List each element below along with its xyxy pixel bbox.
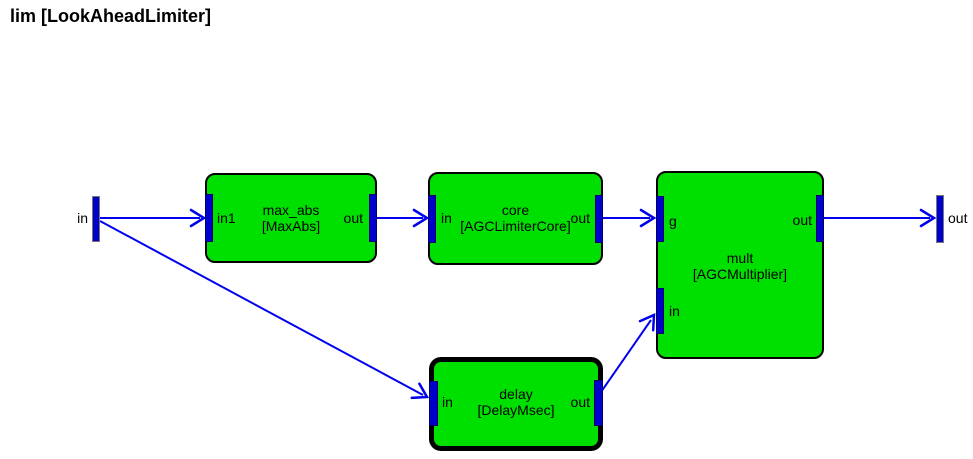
core-port-in-bar[interactable] (428, 195, 436, 243)
mult-port-g-bar[interactable] (656, 196, 664, 242)
delay-caption: delay [DelayMsec] (434, 386, 598, 418)
wire-delay-out-to-mult-in[interactable] (600, 310, 661, 393)
core-port-in-label: in (441, 210, 452, 226)
delay-port-out-label: out (570, 394, 590, 410)
block-mult[interactable]: g out mult [AGCMultiplier] in (656, 171, 824, 359)
core-caption: core [AGCLimiterCore] (430, 202, 601, 234)
block-name: mult (726, 250, 754, 266)
block-max-abs[interactable]: in1 max_abs [MaxAbs] out (205, 173, 377, 263)
block-type: [AGCLimiterCore] (460, 218, 571, 234)
delay-port-in-label: in (442, 394, 453, 410)
block-name: core (501, 202, 530, 218)
mult-caption: mult [AGCMultiplier] (658, 250, 822, 282)
mult-port-in-bar[interactable] (656, 288, 664, 334)
arrowhead-icon (189, 208, 207, 228)
output-terminal-bar[interactable] (936, 195, 944, 243)
block-name: max_abs (262, 202, 320, 218)
mult-port-out-label: out (792, 212, 812, 228)
max-abs-port-out-bar[interactable] (369, 194, 377, 242)
delay-port-out-bar[interactable] (594, 380, 603, 426)
block-delay[interactable]: in delay [DelayMsec] out (429, 357, 603, 451)
max-abs-caption: max_abs [MaxAbs] (207, 202, 375, 234)
block-core[interactable]: in core [AGCLimiterCore] out (428, 172, 603, 265)
block-type: [DelayMsec] (477, 402, 555, 418)
mult-port-out-bar[interactable] (816, 195, 824, 242)
wire-core-out-to-mult-g[interactable] (601, 208, 657, 228)
arrowhead-icon (412, 208, 430, 228)
diagram-title: lim [LookAheadLimiter] (10, 6, 212, 26)
mult-port-g-label: g (669, 213, 677, 229)
delay-port-in-bar[interactable] (429, 381, 438, 426)
arrowhead-icon (639, 208, 657, 228)
block-type: [AGCMultiplier] (692, 266, 788, 282)
mult-port-in-label: in (669, 303, 680, 319)
input-terminal-label: in (77, 210, 88, 226)
core-port-out-bar[interactable] (595, 195, 603, 243)
input-terminal-bar[interactable] (92, 196, 100, 242)
max-abs-port-out-label: out (343, 210, 363, 226)
block-type: [MaxAbs] (261, 218, 321, 234)
arrowhead-icon (410, 382, 430, 400)
block-name: delay (499, 386, 533, 402)
core-port-out-label: out (570, 210, 590, 226)
arrowhead-icon (919, 208, 937, 228)
wire-in-to-maxabs-in1[interactable] (100, 208, 207, 228)
wire-mult-out-to-out[interactable] (824, 208, 937, 228)
max-abs-port-in1-bar[interactable] (205, 194, 213, 242)
max-abs-port-in1-label: in1 (217, 210, 236, 226)
output-terminal-label: out (948, 210, 968, 226)
wire-maxabs-out-to-core-in[interactable] (376, 208, 430, 228)
